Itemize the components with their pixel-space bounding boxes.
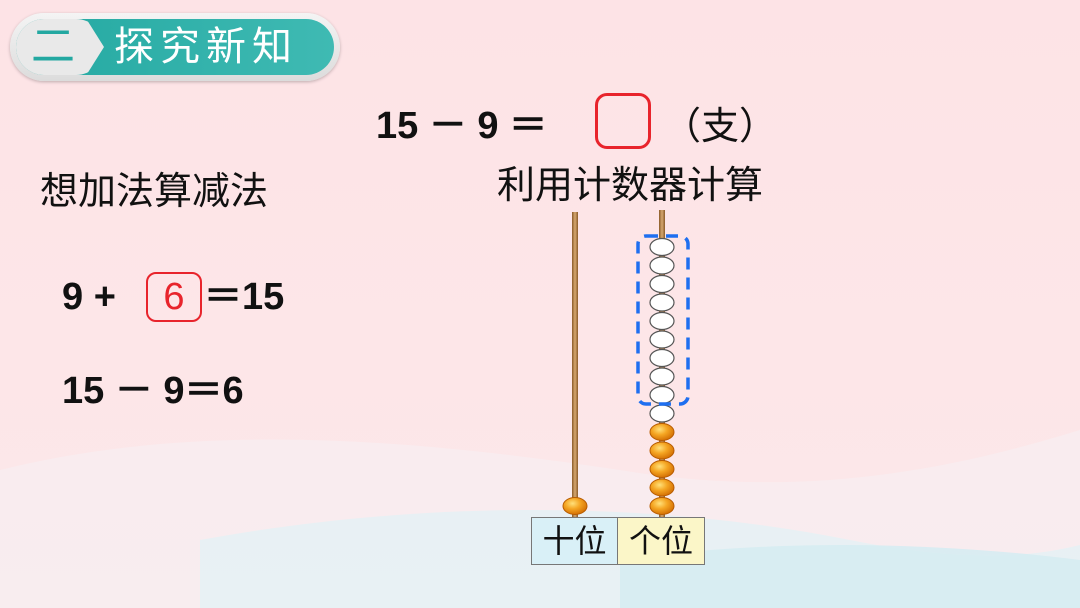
ones-bead	[649, 497, 675, 515]
ones-bead	[649, 441, 675, 460]
section-number: 二	[31, 21, 75, 72]
tens-bead	[562, 497, 588, 515]
section-number-badge: 二	[16, 19, 104, 75]
problem-unit: （支）	[663, 104, 778, 148]
removed-beads	[649, 237, 675, 423]
answer-box	[595, 93, 651, 149]
addition-prefix: 9 +	[62, 276, 116, 318]
removed-bead	[649, 256, 675, 275]
section-title: 探究新知	[114, 24, 298, 70]
ones-bead	[649, 460, 675, 478]
problem-equation: 15 － 9 ＝	[376, 105, 548, 147]
removed-bead	[649, 367, 675, 386]
addition-equation: 9 + 6＝15	[62, 272, 284, 322]
subtraction-equation: 15 － 9＝6	[62, 370, 244, 412]
ones-beads	[649, 423, 675, 515]
section-header: 二 探究新知	[10, 13, 340, 81]
removed-bead	[649, 237, 675, 257]
ones-bead-plain	[649, 404, 675, 423]
tens-rod	[572, 212, 578, 522]
addition-answer-box: 6	[146, 272, 202, 322]
removed-bead	[649, 293, 675, 312]
ones-bead	[649, 478, 675, 497]
tens-place-label: 十位	[532, 518, 618, 564]
ones-bead	[649, 423, 675, 441]
abacus	[562, 210, 690, 522]
addition-suffix: ＝15	[204, 276, 285, 318]
removed-bead	[649, 330, 675, 349]
removed-bead	[649, 274, 675, 294]
abacus-caption: 利用计数器计算	[497, 163, 764, 207]
ones-place-label: 个位	[618, 518, 704, 564]
removed-bead	[649, 311, 675, 331]
removed-beads-highlight	[636, 234, 690, 406]
tens-beads	[562, 497, 588, 515]
method-title: 想加法算减法	[40, 169, 269, 213]
removed-bead	[649, 385, 675, 405]
removed-bead	[649, 348, 675, 368]
place-value-labels: 十位 个位	[531, 517, 705, 565]
